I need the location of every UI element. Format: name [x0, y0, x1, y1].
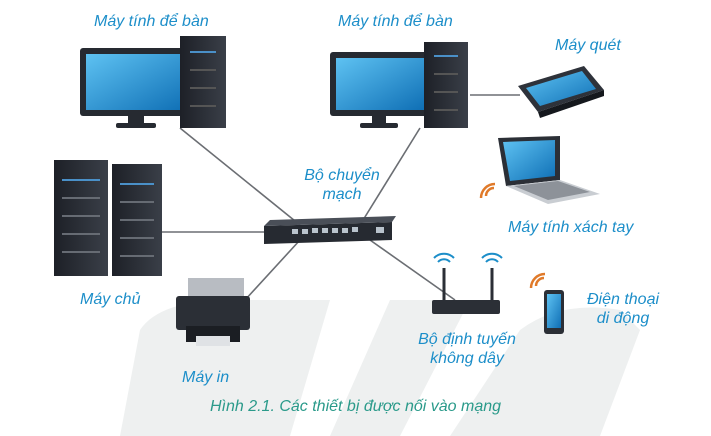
label-scanner: Máy quét — [555, 37, 621, 54]
desktop-left-computer — [80, 36, 226, 128]
label-phone: Điện thoại di động — [578, 290, 668, 328]
phone-wifi-icon — [529, 272, 546, 289]
screen — [86, 54, 186, 110]
label-desktop-right: Máy tính để bàn — [338, 13, 453, 30]
label-desktop-left: Máy tính để bàn — [94, 13, 209, 30]
server-rack — [54, 160, 162, 276]
mobile-phone — [544, 290, 564, 334]
label-router-line2: không dây — [430, 350, 504, 367]
laptop-wifi-icon — [479, 182, 496, 199]
tower — [424, 42, 468, 128]
label-router: Bộ định tuyến không dây — [410, 330, 524, 368]
label-router-line1: Bộ định tuyến — [418, 331, 516, 348]
cable-desktop-right — [359, 127, 421, 226]
background-watermark-shapes — [120, 300, 640, 436]
laptop-device — [498, 136, 600, 204]
wireless-router — [432, 252, 503, 314]
cable-desktop-left — [179, 127, 301, 226]
label-server: Máy chủ — [80, 291, 141, 308]
label-switch-line2: mạch — [322, 186, 362, 203]
desktop-right-computer — [330, 42, 468, 128]
cable-router — [369, 239, 456, 301]
printer-device — [176, 278, 250, 346]
label-phone-line1: Điện thoại — [586, 291, 660, 308]
label-printer: Máy in — [182, 369, 230, 386]
label-switch-line1: Bộ chuyển — [304, 167, 380, 184]
label-laptop: Máy tính xách tay — [508, 219, 634, 236]
tower — [180, 36, 226, 128]
screen — [336, 58, 424, 110]
cable-printer — [244, 239, 301, 301]
label-phone-line2: di động — [596, 310, 650, 327]
label-switch: Bộ chuyển mạch — [294, 166, 390, 204]
figure-caption: Hình 2.1. Các thiết bị được nối vào mạng — [209, 398, 502, 415]
network-cables — [160, 94, 520, 301]
network-switch — [264, 216, 396, 244]
scanner-device — [518, 66, 604, 118]
